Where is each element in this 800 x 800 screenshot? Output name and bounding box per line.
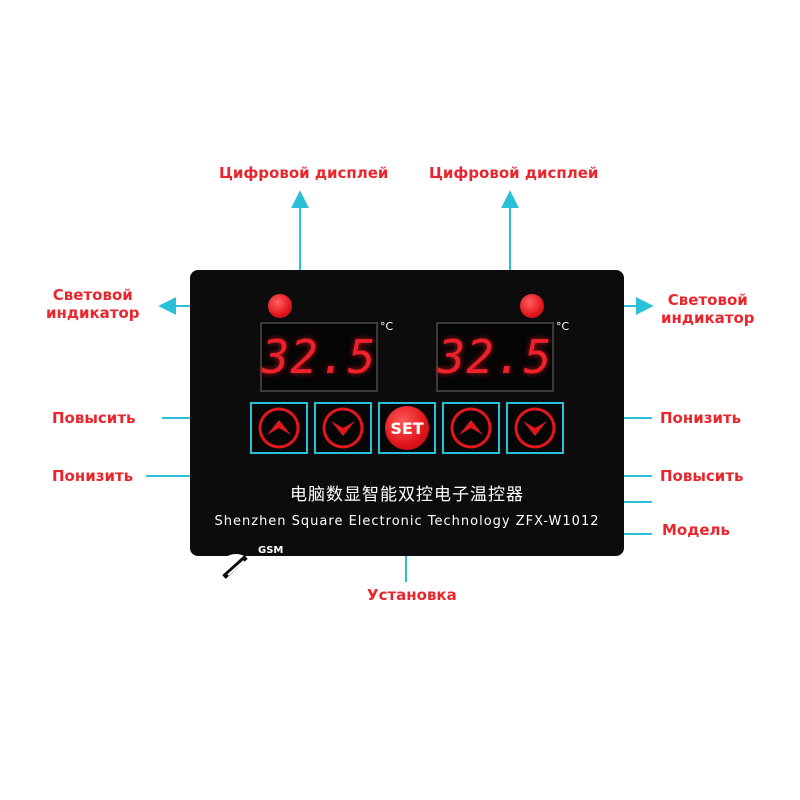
- unit-right: °C: [556, 320, 570, 333]
- label-indicator-right: Световой индикатор: [661, 291, 755, 327]
- brand-logo: GSM КОМПЛЕКТ GSM-KOMPLEKT.UA: [218, 545, 338, 589]
- logo-site: GSM-KOMPLEKT.UA: [256, 572, 323, 580]
- label-raise-right: Повысить: [660, 467, 744, 485]
- down-arrow-icon: [514, 407, 556, 449]
- label-raise-left: Повысить: [52, 409, 136, 427]
- display-right: 32.5: [436, 322, 554, 392]
- display-left-value: 32.5: [261, 330, 377, 384]
- logo-emblem-icon: [219, 554, 253, 584]
- label-display-left: Цифровой дисплей: [219, 164, 389, 182]
- raise-button-right[interactable]: [442, 402, 500, 454]
- chinese-title: 电脑数显智能双控电子温控器: [290, 485, 524, 505]
- label-display-right: Цифровой дисплей: [429, 164, 599, 182]
- unit-left: °C: [380, 320, 394, 333]
- set-button-label: SET: [390, 418, 424, 438]
- label-lower-left: Понизить: [52, 467, 134, 485]
- up-arrow-icon: [450, 407, 492, 449]
- raise-button-left[interactable]: [250, 402, 308, 454]
- display-right-value: 32.5: [437, 330, 553, 384]
- logo-brand-line2: КОМПЛЕКТ: [256, 556, 335, 570]
- indicator-led-left: [268, 294, 292, 318]
- lower-button-right[interactable]: [506, 402, 564, 454]
- display-left: 32.5: [260, 322, 378, 392]
- label-indicator-left: Световой индикатор: [46, 286, 140, 322]
- indicator-led-right: [520, 294, 544, 318]
- set-button[interactable]: SET: [378, 402, 436, 454]
- label-model: Модель: [662, 521, 730, 539]
- up-arrow-icon: [258, 407, 300, 449]
- set-circle-icon: SET: [385, 406, 429, 450]
- lower-button-left[interactable]: [314, 402, 372, 454]
- english-title: Shenzhen Square Electronic Technology ZF…: [214, 514, 600, 529]
- logo-brand-line1: GSM: [258, 545, 284, 556]
- down-arrow-icon: [322, 407, 364, 449]
- label-setting: Установка: [367, 586, 457, 604]
- label-lower-right: Понизить: [660, 409, 742, 427]
